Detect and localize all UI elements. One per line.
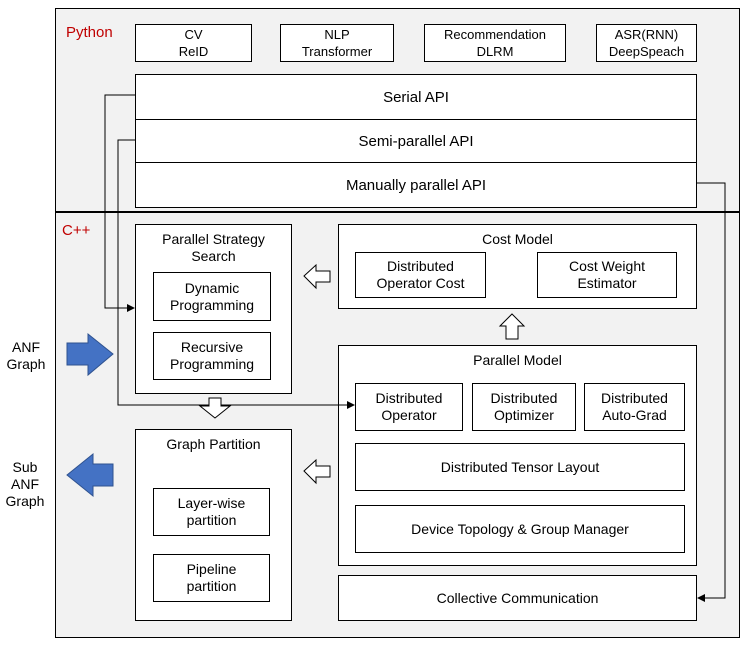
serial-to-strategy-connector	[104, 94, 135, 312]
model-asr: ASR(RNN) DeepSpeach	[596, 24, 697, 62]
parallel-to-cost-arrow	[498, 313, 526, 340]
semi-parallel-api: Semi-parallel API	[135, 119, 697, 163]
serial-api: Serial API	[135, 74, 697, 120]
distributed-optimizer: Distributed Optimizer	[472, 383, 576, 431]
layer-wise-partition: Layer-wise partition	[153, 488, 270, 536]
parallel-to-partition-arrow	[303, 458, 331, 485]
cost-weight-estimator: Cost Weight Estimator	[537, 252, 677, 298]
graph-partition-title: Graph Partition	[166, 436, 261, 452]
strategy-search-title: Parallel Strategy Search	[162, 231, 265, 264]
pipeline-partition: Pipeline partition	[153, 554, 270, 602]
semi-parallel-to-operator-connector	[117, 139, 355, 409]
distributed-auto-grad: Distributed Auto-Grad	[584, 383, 685, 431]
collective-communication: Collective Communication	[338, 575, 697, 621]
anf-graph-label: ANF Graph	[6, 339, 46, 372]
model-recommendation: Recommendation DLRM	[424, 24, 566, 62]
recursive-programming: Recursive Programming	[153, 332, 271, 380]
model-nlp: NLP Transformer	[280, 24, 394, 62]
anf-graph-input-arrow	[66, 332, 114, 377]
parallel-model-title: Parallel Model	[473, 352, 562, 368]
sub-anf-graph-label: Sub ANF Graph	[5, 459, 45, 509]
manual-to-collective-connector	[697, 182, 726, 602]
distributed-operator: Distributed Operator	[355, 383, 463, 431]
cost-model-title: Cost Model	[482, 231, 553, 247]
model-cv: CV ReID	[135, 24, 252, 62]
strategy-to-partition-arrow	[198, 397, 232, 419]
distributed-tensor-layout: Distributed Tensor Layout	[355, 443, 685, 491]
distributed-operator-cost: Distributed Operator Cost	[355, 252, 486, 298]
python-label: Python	[66, 24, 113, 41]
cost-to-strategy-arrow	[303, 263, 331, 290]
sub-anf-graph-output-arrow	[66, 452, 114, 498]
cpp-label: C++	[62, 222, 91, 239]
manually-parallel-api: Manually parallel API	[135, 162, 697, 208]
device-topology-group-manager: Device Topology & Group Manager	[355, 505, 685, 553]
dynamic-programming: Dynamic Programming	[153, 272, 271, 321]
